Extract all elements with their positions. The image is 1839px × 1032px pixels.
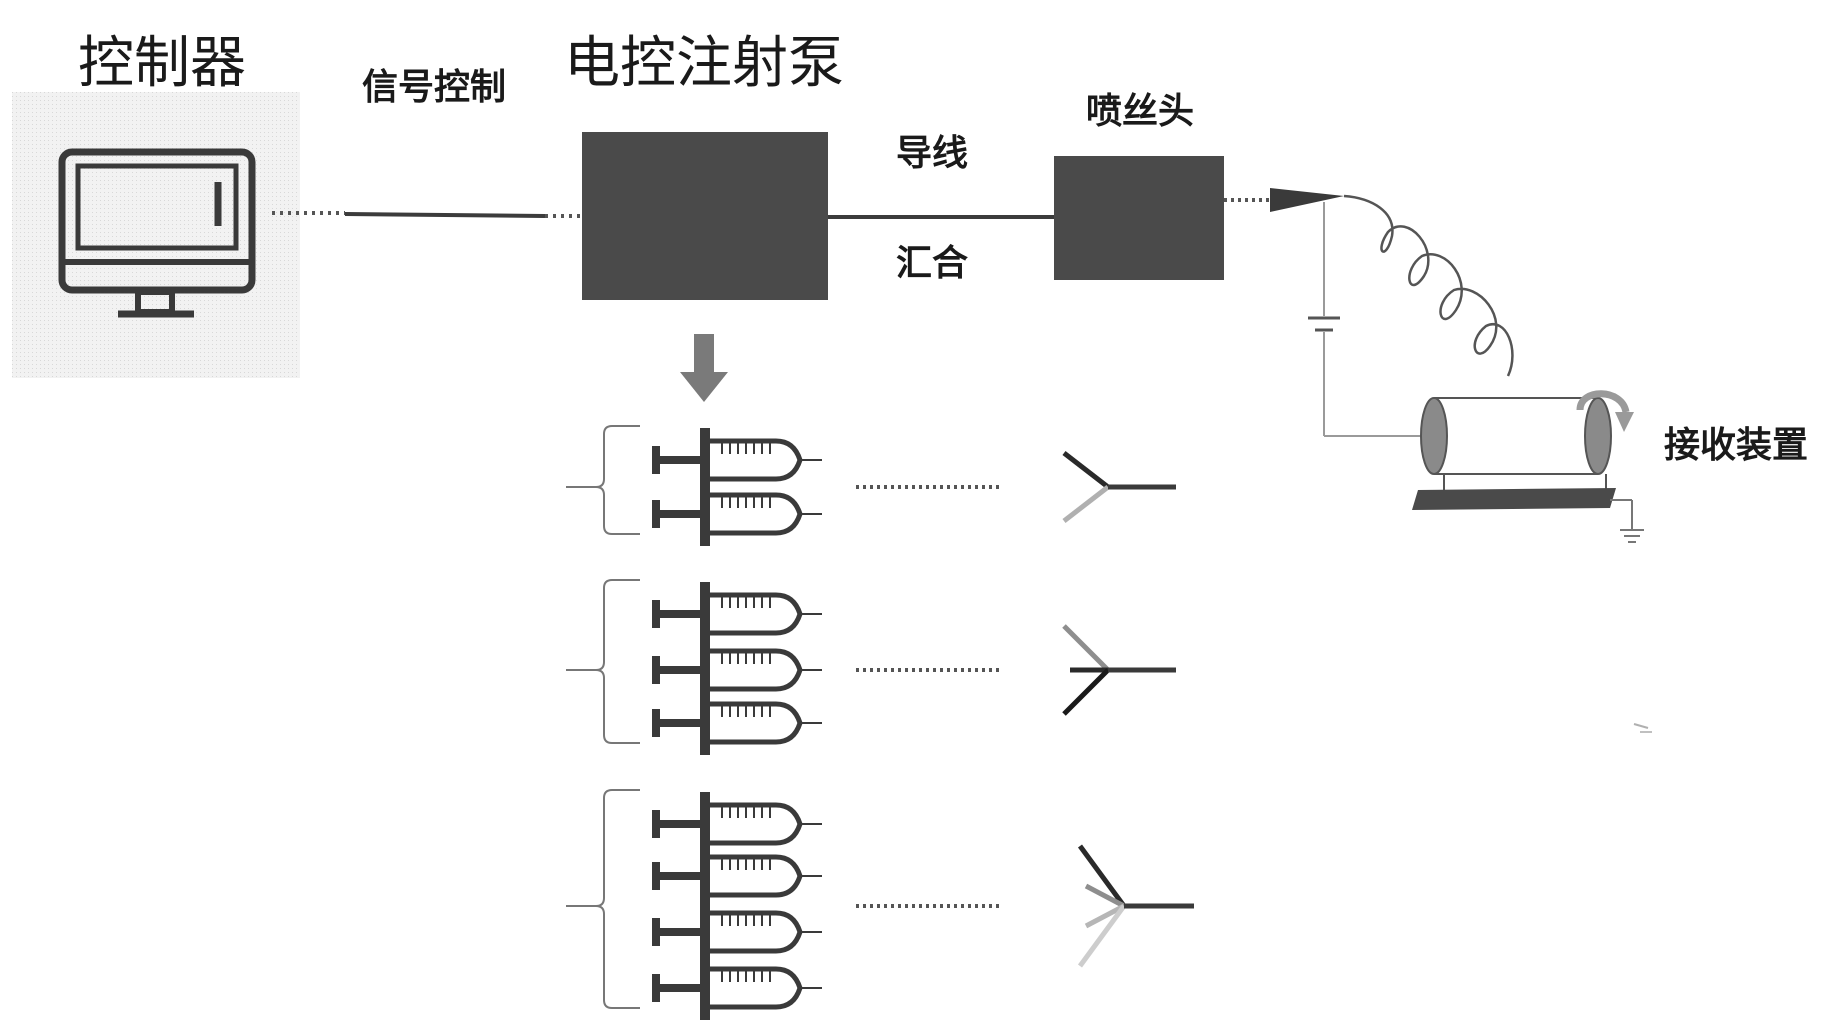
- syringe-icon: [652, 844, 822, 908]
- group-bracket: [566, 579, 640, 744]
- syringe-group: [566, 425, 1176, 546]
- receiver-drum: [1412, 390, 1644, 543]
- syringe-group: [566, 579, 1176, 755]
- syringe-icon: [652, 792, 822, 856]
- syringe-icon: [652, 956, 822, 1020]
- receiver-label: 接收装置: [1664, 425, 1809, 466]
- needle-icon: [1224, 188, 1344, 212]
- nozzle-label: 喷丝头: [1086, 91, 1195, 132]
- merge-label: 汇合: [896, 243, 969, 284]
- group-bracket: [566, 425, 640, 535]
- signal-line: [272, 211, 580, 218]
- syringe-icon: [652, 900, 822, 964]
- wire-label: 导线: [896, 133, 969, 174]
- merge-junction: [1077, 844, 1194, 968]
- syringe-icon: [652, 482, 822, 546]
- pump-label: 电控注射泵: [564, 31, 844, 96]
- syringe-icon: [652, 582, 822, 646]
- jet-spiral: [1343, 194, 1514, 377]
- down-arrow-icon: [680, 334, 728, 402]
- voltage-circuit: [1308, 202, 1426, 437]
- small-mark: [1633, 723, 1652, 733]
- merge-junction: [1062, 624, 1176, 716]
- nozzle-box: [1054, 156, 1224, 280]
- syringe-groups: [566, 425, 1194, 1020]
- syringe-icon: [652, 428, 822, 492]
- controller-monitor-icon: [12, 92, 300, 378]
- merge-junction: [1062, 451, 1176, 523]
- pump-box: [582, 132, 828, 300]
- group-bracket: [566, 789, 640, 1009]
- syringe-icon: [652, 638, 822, 702]
- controller-label: 控制器: [78, 31, 246, 96]
- syringe-icon: [652, 691, 822, 755]
- signal-control-label: 信号控制: [362, 67, 507, 108]
- syringe-group: [566, 789, 1194, 1020]
